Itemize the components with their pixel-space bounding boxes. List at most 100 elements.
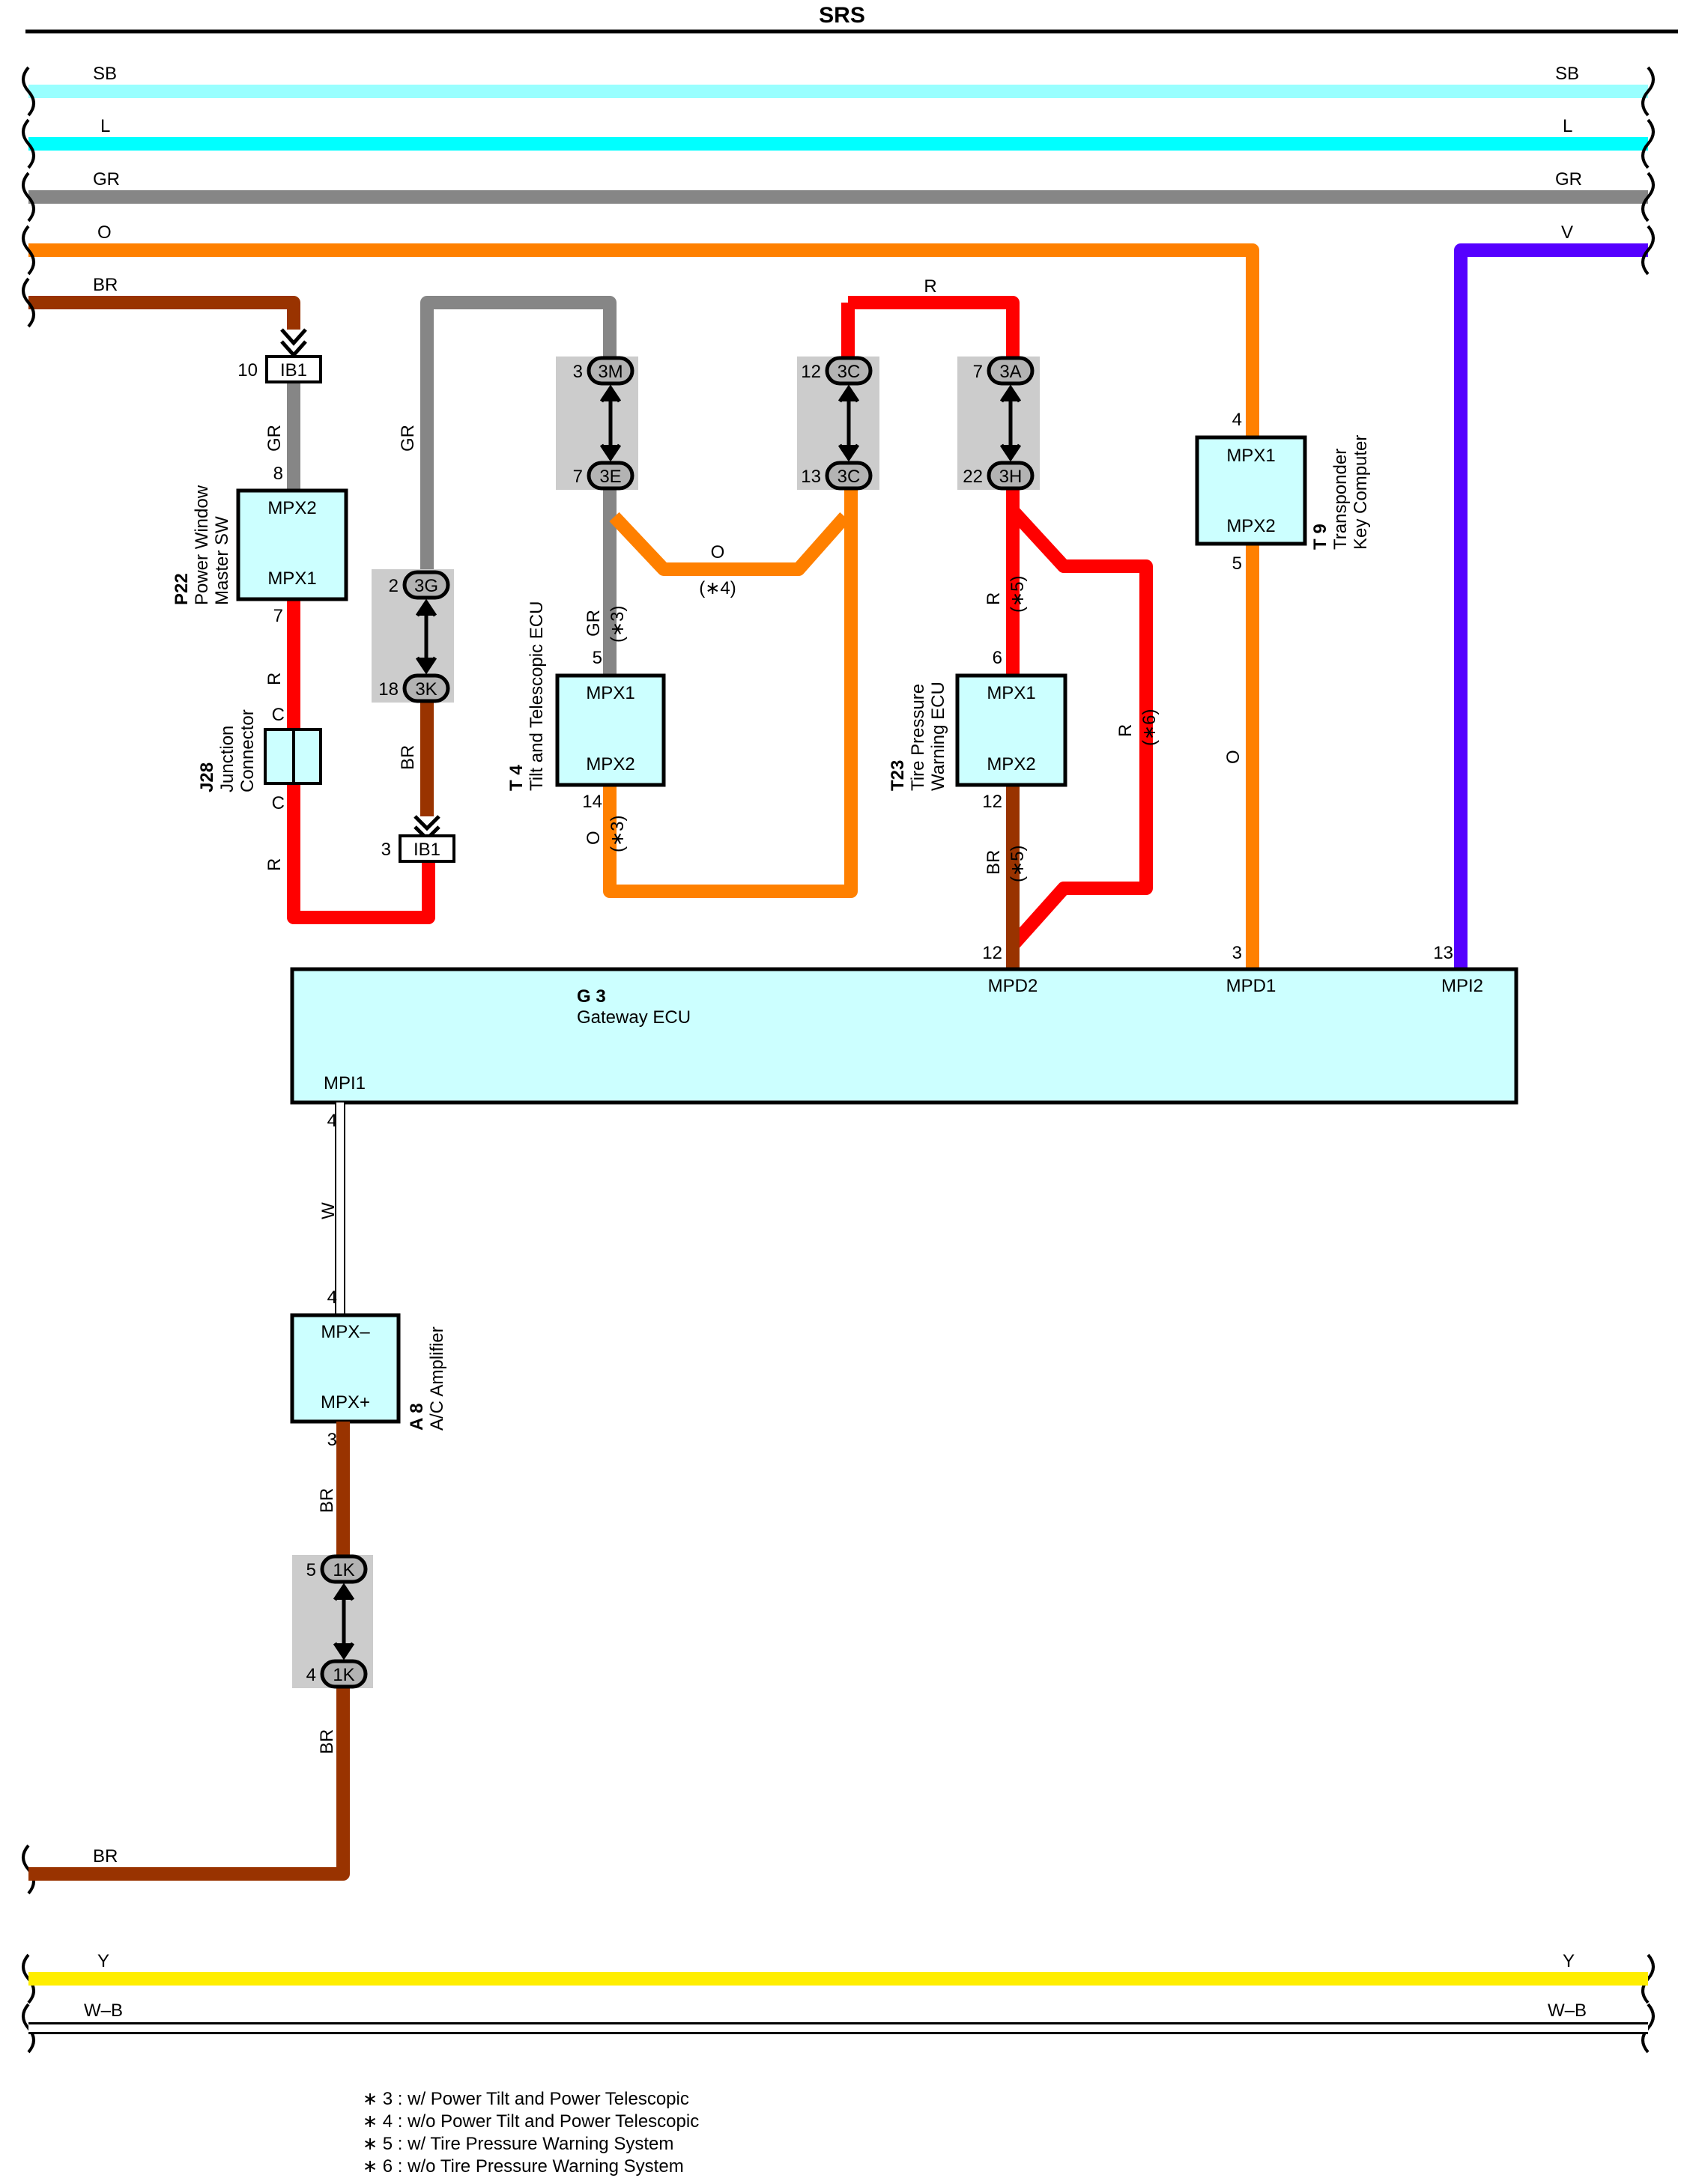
svg-text:MPX2: MPX2 bbox=[987, 754, 1035, 774]
svg-text:4: 4 bbox=[1232, 410, 1242, 430]
component-t23: MPX1 MPX2 6 12 T23 Tire Pressure Warning… bbox=[888, 648, 1067, 812]
svg-text:O: O bbox=[97, 222, 112, 243]
svg-text:O: O bbox=[584, 831, 604, 845]
svg-text:GR: GR bbox=[264, 425, 285, 452]
footnote-5: ∗ 5 : w/ Tire Pressure Warning System bbox=[363, 2134, 673, 2154]
svg-text:BR: BR bbox=[317, 1729, 337, 1754]
component-g3: G 3 Gateway ECU MPD2 MPD1 MPI2 MPI1 12 3… bbox=[290, 943, 1518, 1131]
svg-text:4: 4 bbox=[327, 1287, 337, 1308]
svg-text:GR: GR bbox=[398, 425, 418, 452]
svg-text:W–B: W–B bbox=[84, 2001, 123, 2021]
svg-text:13: 13 bbox=[1433, 943, 1453, 963]
svg-text:BR: BR bbox=[93, 1846, 118, 1866]
svg-text:SB: SB bbox=[93, 64, 117, 84]
svg-text:5: 5 bbox=[593, 648, 602, 668]
gr-3g-3k-wires: GR BR bbox=[398, 296, 617, 816]
connector-1k: 1K 5 1K 4 bbox=[292, 1554, 373, 1689]
svg-text:A/C Amplifier: A/C Amplifier bbox=[427, 1326, 447, 1431]
svg-text:W–B: W–B bbox=[1548, 2001, 1587, 2021]
component-p22: MPX2 MPX1 8 7 P22 Power Window Master SW bbox=[172, 464, 348, 626]
svg-text:Power Window: Power Window bbox=[192, 485, 212, 605]
bus-wire-br-top: BR bbox=[28, 275, 300, 330]
svg-text:GR: GR bbox=[584, 610, 604, 637]
footnotes: ∗ 3 : w/ Power Tilt and Power Telescopic… bbox=[363, 2089, 699, 2177]
svg-text:GR: GR bbox=[93, 169, 120, 189]
svg-text:Tilt and Telescopic ECU: Tilt and Telescopic ECU bbox=[527, 601, 547, 791]
svg-text:6: 6 bbox=[993, 648, 1002, 668]
svg-text:BR: BR bbox=[984, 850, 1004, 875]
svg-text:O: O bbox=[711, 542, 725, 562]
svg-text:1K: 1K bbox=[333, 1560, 354, 1580]
svg-text:MPX–: MPX– bbox=[321, 1322, 370, 1342]
t23-wires: R (∗5) BR (∗5) R (∗6) bbox=[984, 487, 1160, 968]
footnote-6: ∗ 6 : w/o Tire Pressure Warning System bbox=[363, 2156, 684, 2177]
svg-text:MPD1: MPD1 bbox=[1226, 976, 1276, 996]
svg-text:MPX1: MPX1 bbox=[267, 568, 316, 589]
connector-ib1-bottom: IB1 3 bbox=[381, 815, 455, 863]
svg-text:MPX1: MPX1 bbox=[586, 683, 634, 703]
svg-text:3: 3 bbox=[1232, 943, 1242, 963]
svg-text:1K: 1K bbox=[333, 1665, 354, 1685]
svg-text:MPD2: MPD2 bbox=[988, 976, 1038, 996]
connector-ib1-top: IB1 10 bbox=[237, 328, 322, 383]
svg-text:4: 4 bbox=[306, 1665, 316, 1685]
t4-wires: GR (∗3) O (∗3) O (∗4) R bbox=[584, 276, 1020, 898]
svg-text:(∗4): (∗4) bbox=[699, 578, 736, 598]
svg-text:P22: P22 bbox=[172, 573, 192, 605]
svg-text:7: 7 bbox=[573, 467, 583, 487]
svg-text:3H: 3H bbox=[999, 467, 1023, 487]
bus-wire-o: O bbox=[28, 222, 1259, 968]
svg-text:Key Computer: Key Computer bbox=[1351, 435, 1371, 550]
bus-wire-v: V bbox=[1454, 222, 1648, 968]
connector-3m-3e: 3M 3 3E 7 bbox=[556, 356, 638, 491]
svg-text:(∗3): (∗3) bbox=[608, 816, 628, 852]
svg-text:3G: 3G bbox=[414, 576, 438, 596]
svg-text:L: L bbox=[100, 116, 110, 136]
svg-text:O: O bbox=[1223, 750, 1244, 764]
svg-text:2: 2 bbox=[389, 576, 399, 596]
svg-text:W: W bbox=[318, 1202, 339, 1219]
svg-text:Y: Y bbox=[1563, 1951, 1575, 1971]
svg-text:3: 3 bbox=[573, 362, 583, 382]
svg-text:3M: 3M bbox=[598, 362, 623, 382]
svg-text:(∗6): (∗6) bbox=[1139, 709, 1160, 746]
svg-text:12: 12 bbox=[801, 362, 821, 382]
svg-text:14: 14 bbox=[582, 792, 602, 812]
connector-3c: 3C 12 3C 13 bbox=[797, 356, 879, 491]
svg-text:(∗3): (∗3) bbox=[608, 606, 628, 643]
svg-text:13: 13 bbox=[801, 467, 821, 487]
svg-text:Junction: Junction bbox=[217, 726, 237, 792]
svg-text:C: C bbox=[272, 705, 285, 725]
svg-text:T 4: T 4 bbox=[506, 765, 527, 791]
svg-text:MPX+: MPX+ bbox=[321, 1392, 370, 1413]
bus-wire-y: Y Y bbox=[28, 1951, 1648, 1986]
svg-text:MPX1: MPX1 bbox=[987, 683, 1035, 703]
svg-text:IB1: IB1 bbox=[414, 840, 440, 860]
left-break-marks bbox=[22, 66, 35, 2054]
svg-text:8: 8 bbox=[273, 464, 283, 484]
connector-3a-3h: 3A 7 3H 22 bbox=[957, 356, 1040, 491]
svg-text:BR: BR bbox=[398, 745, 418, 770]
connector-3g-3k: 3G 2 3K 18 bbox=[372, 569, 454, 703]
svg-text:18: 18 bbox=[378, 679, 399, 700]
mpi1-white-wire: W bbox=[318, 1102, 345, 1314]
component-a8: MPX– MPX+ 4 3 A 8 A/C Amplifier bbox=[290, 1287, 447, 1450]
t9-wire-labels: O bbox=[1223, 750, 1244, 764]
svg-text:MPI2: MPI2 bbox=[1441, 976, 1483, 996]
svg-text:T 9: T 9 bbox=[1310, 524, 1330, 550]
svg-text:R: R bbox=[1115, 724, 1136, 737]
svg-text:IB1: IB1 bbox=[280, 360, 307, 380]
svg-text:3C: 3C bbox=[838, 362, 861, 382]
svg-text:G 3: G 3 bbox=[577, 986, 606, 1007]
svg-text:MPI1: MPI1 bbox=[324, 1073, 366, 1093]
svg-text:L: L bbox=[1563, 116, 1572, 136]
bus-wire-wb: W–B W–B bbox=[28, 2001, 1648, 2034]
svg-text:3: 3 bbox=[327, 1430, 337, 1450]
svg-text:(∗5): (∗5) bbox=[1008, 846, 1028, 882]
svg-text:J28: J28 bbox=[197, 762, 217, 792]
svg-text:10: 10 bbox=[237, 360, 258, 380]
svg-text:Y: Y bbox=[97, 1951, 109, 1971]
component-j28: C C J28 Junction Connector bbox=[197, 705, 322, 813]
component-t4: MPX1 MPX2 5 14 T 4 Tilt and Telescopic E… bbox=[506, 601, 666, 812]
component-t9: MPX1 MPX2 4 5 T 9 Transponder Key Comput… bbox=[1195, 410, 1371, 574]
